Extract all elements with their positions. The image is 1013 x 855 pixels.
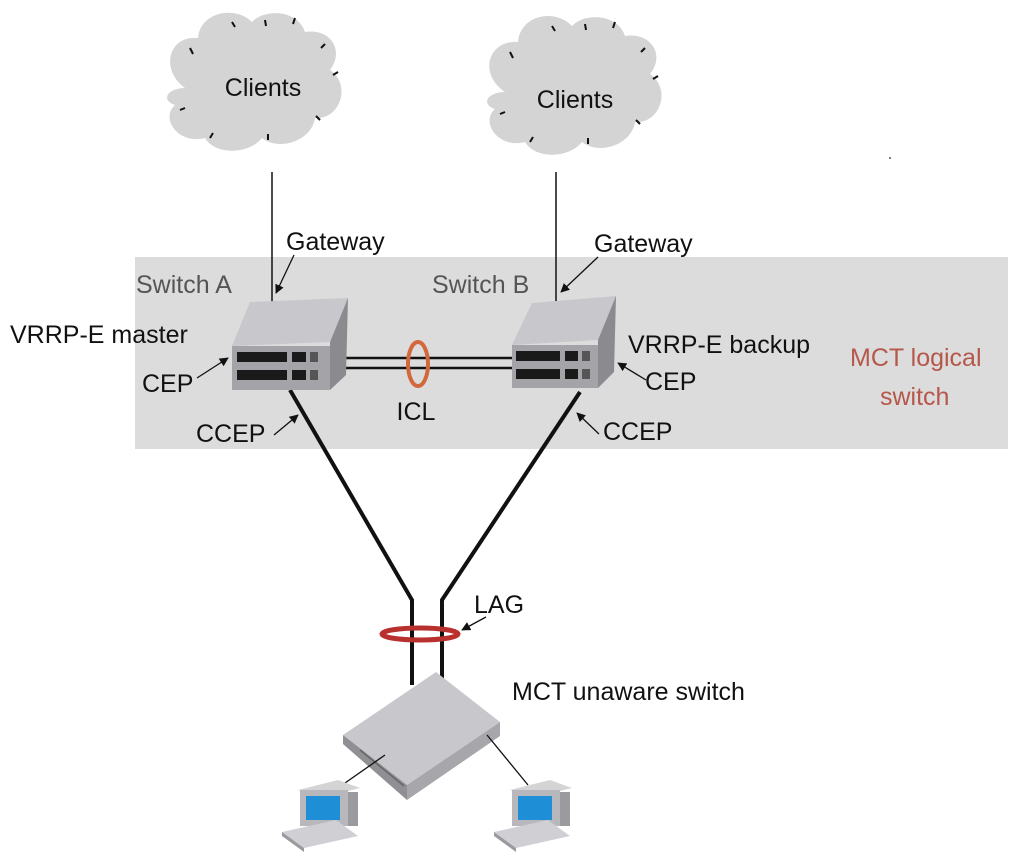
arrow-icon	[273, 414, 299, 436]
switch-b-ccep-label: CCEP	[603, 418, 672, 446]
lag-link-b	[440, 390, 582, 685]
cloud-icon	[487, 16, 662, 155]
unaware-switch-label: MCT unaware switch	[512, 678, 745, 706]
switch-a-ccep-label: CCEP	[196, 420, 265, 448]
arrow-icon	[461, 616, 487, 631]
mct-label-line1: MCT logical	[850, 344, 982, 372]
arrow-icon	[617, 362, 647, 381]
switch-a-cep-label: CEP	[142, 370, 193, 398]
switch-a-name: Switch A	[136, 271, 232, 299]
switch-b-name: Switch B	[432, 271, 529, 299]
arrow-icon	[576, 412, 600, 435]
switch-b-gateway-label: Gateway	[594, 230, 693, 258]
stray-dot	[889, 157, 891, 159]
desktop-computer-icon	[282, 780, 360, 852]
arrow-icon	[275, 254, 295, 294]
chassis-switch-icon	[512, 296, 616, 388]
computer-link-right	[486, 734, 529, 786]
icl-ring	[406, 340, 430, 388]
lag-label: LAG	[474, 591, 524, 619]
switch-b-role: VRRP-E backup	[628, 331, 810, 359]
switch-a-role: VRRP-E master	[10, 321, 188, 349]
lag-link-a	[288, 388, 414, 685]
arrow-icon	[560, 256, 599, 293]
lag-ring	[379, 625, 461, 643]
cloud-left-label: Clients	[225, 74, 301, 102]
switch-a-gateway-label: Gateway	[286, 228, 385, 256]
chassis-switch-icon	[232, 298, 348, 390]
icl-label: ICL	[397, 398, 436, 426]
cloud-icon	[167, 12, 342, 151]
desktop-computer-icon	[494, 780, 572, 852]
flat-switch-icon	[343, 672, 500, 800]
arrow-icon	[196, 357, 229, 379]
mct-label-line2: switch	[880, 383, 949, 411]
cloud-right-label: Clients	[537, 86, 613, 114]
switch-b-cep-label: CEP	[645, 368, 696, 396]
